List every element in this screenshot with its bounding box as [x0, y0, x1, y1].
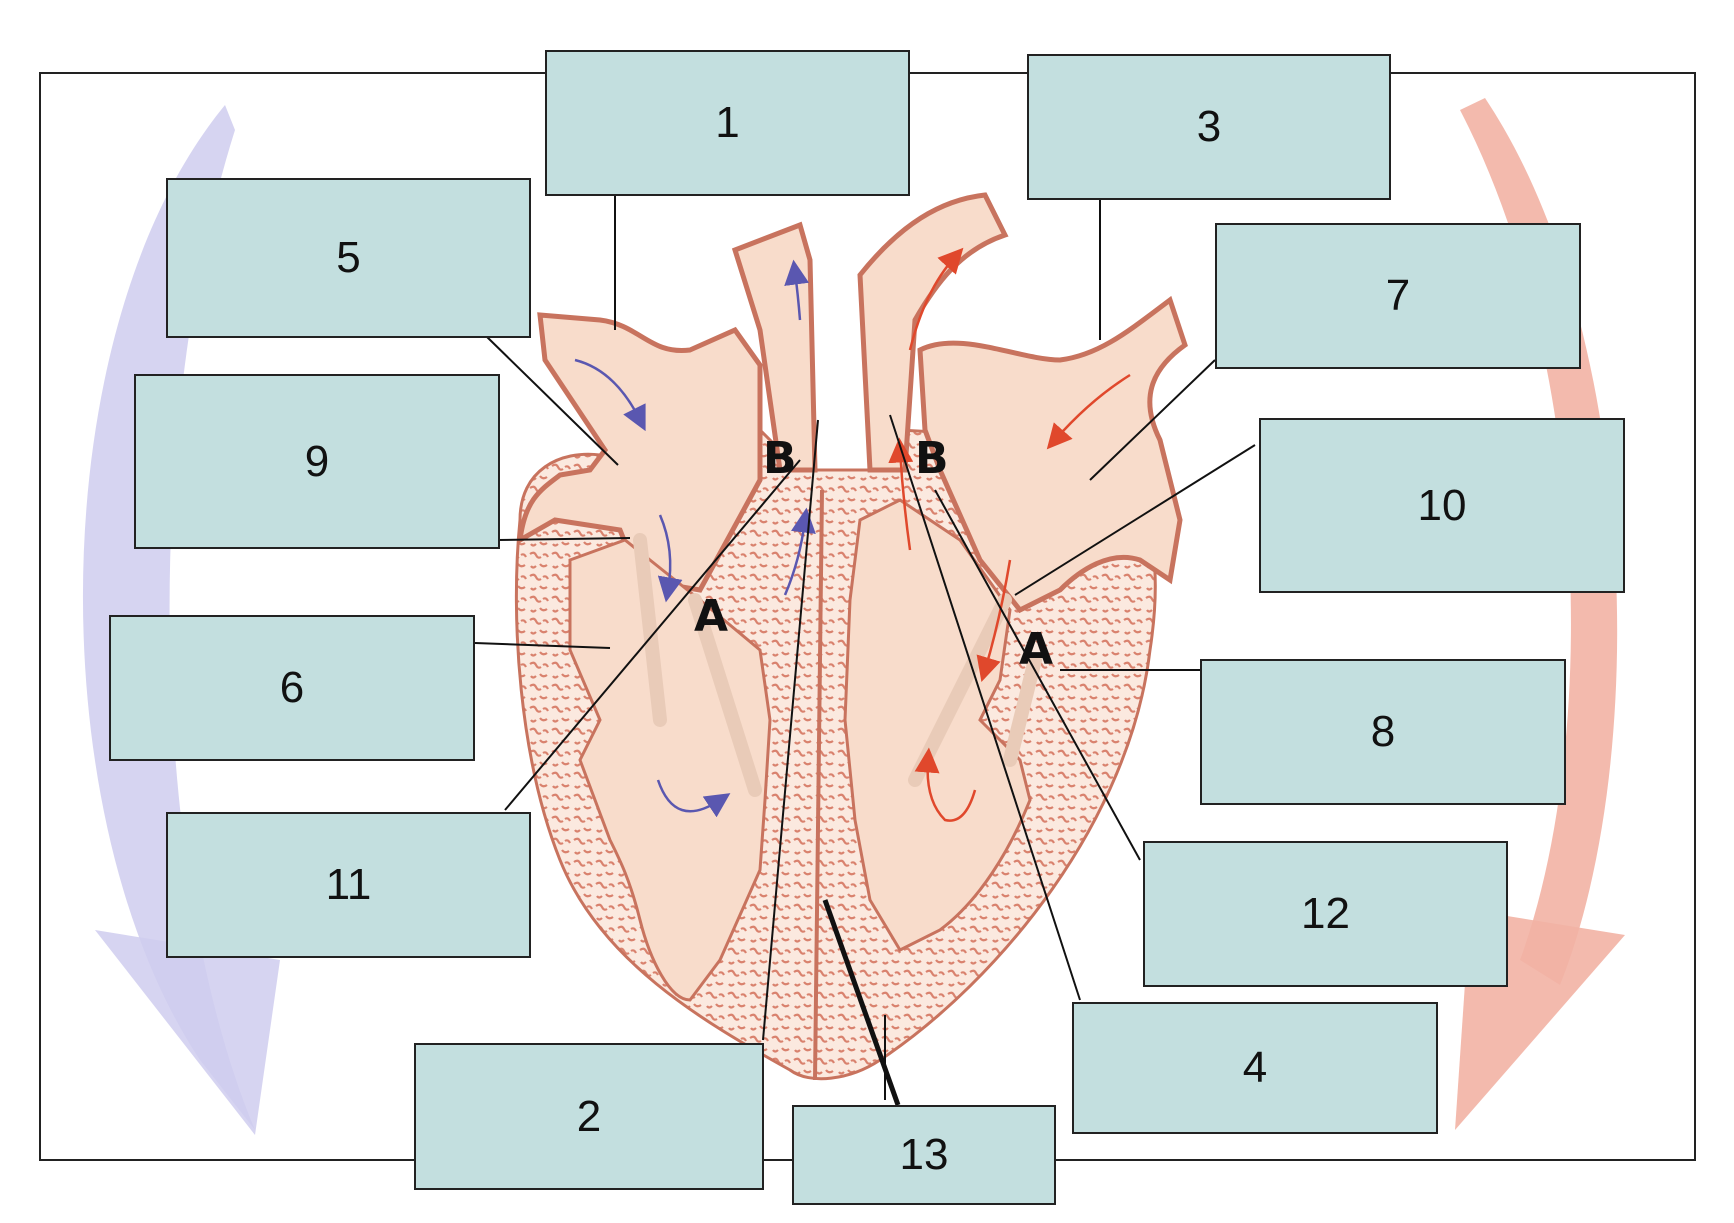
leader-line-9	[497, 537, 631, 541]
septum	[813, 489, 824, 1081]
flow-arrow-red	[976, 559, 1012, 682]
leader-line-10	[1014, 444, 1256, 596]
tricuspid-valve-leaflets	[633, 533, 762, 797]
flow-arrow-blue	[784, 259, 810, 321]
leader-line-5	[484, 334, 619, 466]
label-box-3[interactable]: 3	[1027, 54, 1391, 200]
left-atrium	[917, 295, 1188, 614]
valve-label-a-right: A	[694, 591, 729, 642]
right-ventricle	[568, 538, 772, 1002]
valve-label-b-aortic: B	[915, 433, 949, 484]
left-circulation-arrowhead	[95, 930, 280, 1135]
label-box-1[interactable]: 1	[545, 50, 910, 196]
label-box-11[interactable]: 11	[166, 812, 531, 958]
label-box-6[interactable]: 6	[109, 615, 475, 761]
flow-arrow-blue	[657, 514, 683, 603]
leader-line-2	[762, 419, 819, 1041]
leader-line-4	[889, 414, 1081, 1001]
label-box-9[interactable]: 9	[134, 374, 500, 549]
label-box-12[interactable]: 12	[1143, 841, 1508, 987]
flow-arrow-blue	[574, 358, 646, 432]
label-box-7[interactable]: 7	[1215, 223, 1581, 369]
leader-line-13	[822, 899, 901, 1106]
flow-arrow-blue	[783, 507, 816, 596]
flow-arrow-red	[888, 437, 914, 551]
leader-line-7	[1089, 359, 1216, 481]
flow-arrow-red	[914, 747, 977, 822]
valve-label-a-left: A	[1019, 624, 1054, 675]
label-box-10[interactable]: 10	[1259, 418, 1625, 593]
flow-arrow-red	[908, 247, 964, 351]
label-box-4[interactable]: 4	[1072, 1002, 1438, 1134]
leader-line-12	[934, 489, 1141, 861]
label-box-5[interactable]: 5	[166, 178, 531, 338]
valve-label-b-pulmonary: B	[763, 433, 797, 484]
label-box-2[interactable]: 2	[414, 1043, 764, 1190]
label-box-13[interactable]: 13	[792, 1105, 1056, 1205]
flow-arrow-blue	[656, 779, 731, 818]
pulmonary-artery	[731, 221, 818, 473]
label-box-8[interactable]: 8	[1200, 659, 1566, 805]
leader-line-11	[504, 459, 801, 811]
leader-lines	[474, 195, 1256, 1100]
leader-line-6	[474, 642, 611, 649]
flow-arrow-red	[1046, 373, 1131, 450]
